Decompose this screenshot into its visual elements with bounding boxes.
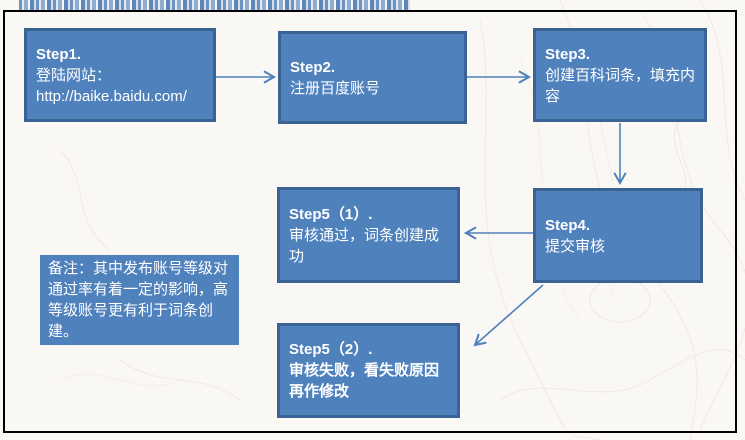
step4-text: 提交审核 (545, 237, 606, 255)
arrow-step4-to-step5b (473, 284, 544, 347)
step2-text: 注册百度账号 (290, 79, 381, 97)
flow-node-step5-fail: Step5（2）. 审核失败，看失败原因再作修改 (277, 323, 460, 418)
step1-title: Step1. (36, 45, 82, 63)
flow-node-step2: Step2. 注册百度账号 (278, 31, 467, 124)
top-striped-band (19, 0, 410, 10)
step5a-title: Step5（1）. (289, 205, 373, 223)
step2-title: Step2. (290, 58, 336, 76)
step5b-text: 审核失败，看失败原因再作修改 (289, 362, 440, 400)
step3-title: Step3. (545, 45, 591, 63)
flow-node-step3: Step3. 创建百科词条，填充内容 (533, 28, 707, 122)
flow-node-step1: Step1. 登陆网站： http://baike.baidu.com/ (24, 28, 216, 122)
flow-node-step5-pass: Step5（1）. 审核通过，词条创建成功 (277, 187, 460, 283)
step1-text: 登陆网站： (36, 66, 112, 84)
step4-title: Step4. (545, 216, 591, 234)
step3-text: 创建百科词条，填充内容 (545, 66, 696, 105)
step5a-text: 审核通过，词条创建成功 (289, 226, 440, 265)
step5b-title: Step5（2）. (289, 341, 373, 358)
step1-url: http://baike.baidu.com/ (36, 87, 187, 105)
flow-node-step4: Step4. 提交审核 (533, 188, 703, 283)
note-text: 备注：其中发布账号等级对通过率有着一定的影响，高等级账号更有利于词条创建。 (48, 260, 229, 340)
note-box: 备注：其中发布账号等级对通过率有着一定的影响，高等级账号更有利于词条创建。 (40, 255, 239, 345)
